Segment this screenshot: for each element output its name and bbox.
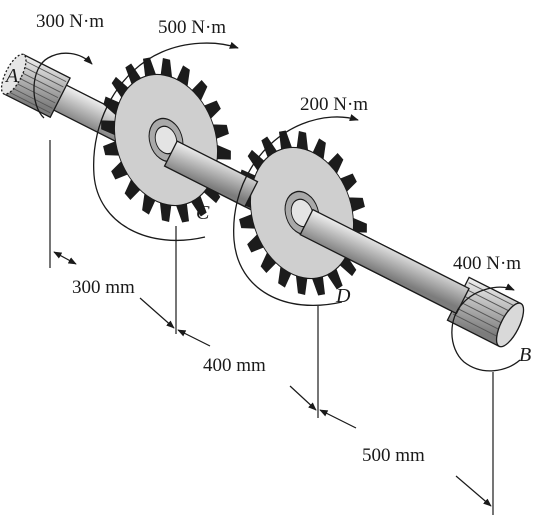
shaft-front-segments [163, 140, 470, 315]
dim-db-right [455, 475, 492, 507]
dimension-label-db: 500 mm [362, 445, 425, 466]
dimension-label-cd: 400 mm [203, 355, 266, 376]
dim-cd-left [177, 329, 211, 347]
dim-ac-left [53, 251, 77, 265]
dimension-lines [49, 140, 494, 515]
dim-cd-right [289, 385, 317, 411]
gear-d [237, 130, 367, 296]
dim-ac-right [139, 297, 175, 329]
torque-label-d: 200 N·m [300, 94, 368, 115]
spline-end-a [0, 53, 71, 119]
point-label-a: A [4, 65, 19, 87]
torque-label-a: 300 N·m [36, 11, 104, 32]
point-label-d: D [335, 285, 351, 307]
torque-label-b: 400 N·m [453, 253, 521, 274]
point-label-c: C [196, 202, 210, 224]
torque-label-c: 500 N·m [158, 17, 226, 38]
dimension-label-ac: 300 mm [72, 277, 135, 298]
torque-arrow-a [33, 52, 93, 119]
torque-arrow-b [451, 283, 521, 372]
point-label-b: B [519, 344, 531, 366]
dim-db-left [319, 409, 357, 429]
torque-arrow-c [93, 41, 239, 241]
torque-arrow-d [233, 114, 359, 306]
